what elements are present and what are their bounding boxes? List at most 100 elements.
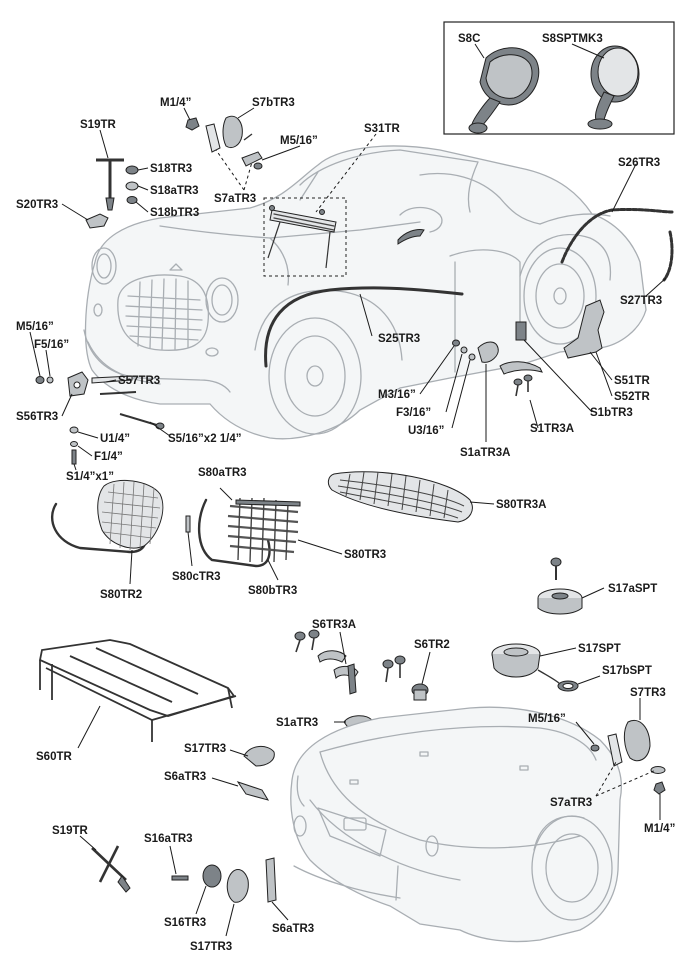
boot-lock-s6tr2 bbox=[411, 683, 429, 701]
label-s80tr3: S80TR3 bbox=[344, 549, 386, 561]
label-s6atr3-mid: S6aTR3 bbox=[164, 771, 206, 783]
grille-s80tr3 bbox=[185, 497, 301, 568]
label-s60tr: S60TR bbox=[36, 751, 72, 763]
label-m516-right: M5/16” bbox=[528, 713, 566, 725]
label-s6tr3a: S6TR3A bbox=[312, 619, 356, 631]
s1tr3a-keys bbox=[513, 374, 533, 397]
label-m14-top: M1/4” bbox=[160, 97, 191, 109]
s7-base-right bbox=[650, 766, 666, 774]
s7-base bbox=[241, 151, 263, 167]
s57tr3-part bbox=[91, 375, 133, 384]
label-s8sptmk3: S8SPTMK3 bbox=[542, 33, 603, 45]
fuel-cap-seal-s17bspt bbox=[537, 669, 579, 692]
s1tr3a-handle bbox=[499, 361, 543, 375]
label-s19tr-top: S19TR bbox=[80, 119, 116, 131]
label-s6atr3-bottom: S6aTR3 bbox=[272, 923, 314, 935]
label-s57tr3: S57TR3 bbox=[118, 375, 160, 387]
s17tr3-mid-part bbox=[243, 746, 275, 767]
s18atr3-part bbox=[125, 181, 139, 191]
label-s18atr3: S18aTR3 bbox=[150, 185, 199, 197]
label-s52tr: S52TR bbox=[614, 391, 650, 403]
label-s1atr3a: S1aTR3A bbox=[460, 447, 511, 459]
m516-nut-left bbox=[35, 376, 45, 384]
label-s8c: S8C bbox=[458, 33, 480, 45]
label-s14x1: S1/4”x1” bbox=[66, 471, 114, 483]
s7btr3-part bbox=[222, 115, 243, 149]
label-s7tr3: S7TR3 bbox=[630, 687, 666, 699]
boot-handle-s6tr3a bbox=[294, 629, 406, 695]
label-s1btr3: S1bTR3 bbox=[590, 407, 633, 419]
label-s18tr3: S18TR3 bbox=[150, 163, 192, 175]
m316-nut bbox=[452, 339, 460, 347]
s18btr3-part bbox=[126, 196, 138, 204]
label-m316: M3/16” bbox=[378, 389, 416, 401]
label-s7atr3-right: S7aTR3 bbox=[550, 797, 592, 809]
label-s80atr3: S80aTR3 bbox=[198, 467, 247, 479]
wing-beading-s25tr3 bbox=[264, 286, 464, 368]
label-s20tr3: S20TR3 bbox=[16, 199, 58, 211]
label-u316: U3/16” bbox=[408, 425, 444, 437]
label-s6tr2: S6TR2 bbox=[414, 639, 450, 651]
mirror-s8sptmk3-icon bbox=[587, 45, 640, 130]
mirror-s8c-icon bbox=[468, 47, 540, 134]
m14-nut-top bbox=[185, 117, 200, 131]
leader-lines bbox=[29, 43, 667, 937]
label-u14: U1/4” bbox=[100, 433, 130, 445]
label-s7btr3: S7bTR3 bbox=[252, 97, 295, 109]
label-s18btr3: S18bTR3 bbox=[150, 207, 199, 219]
wing-beading-s26tr3 bbox=[560, 207, 674, 264]
s20tr3-part bbox=[85, 213, 109, 229]
beading-s27tr3 bbox=[662, 230, 674, 282]
label-s17tr3-mid: S17TR3 bbox=[184, 743, 226, 755]
label-f316: F3/16” bbox=[396, 407, 431, 419]
s16tr3-part bbox=[202, 864, 222, 888]
grille-s80tr3a bbox=[327, 471, 473, 523]
s6atr3-bottom-part bbox=[265, 857, 277, 903]
fuel-cap-s17spt bbox=[491, 643, 541, 678]
label-s16atr3: S16aTR3 bbox=[144, 833, 193, 845]
f14-washer bbox=[70, 441, 78, 447]
s6atr3-mid-part bbox=[236, 781, 270, 801]
label-f516: F5/16” bbox=[34, 339, 69, 351]
s1atr3a-plate bbox=[477, 341, 499, 363]
s7atr3-right-part bbox=[607, 733, 623, 767]
label-s1atr3: S1aTR3 bbox=[276, 717, 318, 729]
u316-washer bbox=[468, 353, 476, 361]
luggage-rack-s60tr bbox=[38, 639, 237, 742]
f316-washer bbox=[460, 346, 468, 354]
label-s1tr3a: S1TR3A bbox=[530, 423, 574, 435]
m516-nut-top bbox=[253, 162, 263, 170]
label-s25tr3: S25TR3 bbox=[378, 333, 420, 345]
f516-washer bbox=[46, 376, 54, 384]
label-s51tr: S51TR bbox=[614, 375, 650, 387]
label-s80ctr3: S80cTR3 bbox=[172, 571, 221, 583]
s7atr3-top-part bbox=[205, 123, 221, 153]
label-m516-top: M5/16” bbox=[280, 135, 318, 147]
label-s516x2: S5/16”x2 1/4” bbox=[168, 433, 242, 445]
bonnet-prop-s31tr bbox=[263, 197, 347, 277]
s17tr3-bottom-part bbox=[226, 869, 249, 903]
label-f14: F1/4” bbox=[94, 451, 123, 463]
label-s26tr3: S26TR3 bbox=[618, 157, 660, 169]
bonnet-vent bbox=[397, 229, 425, 245]
label-s80btr3: S80bTR3 bbox=[248, 585, 297, 597]
grille-s80tr2 bbox=[51, 480, 164, 554]
s1btr3-part bbox=[515, 321, 527, 341]
s18tr3-part bbox=[125, 165, 139, 175]
label-s17spt: S17SPT bbox=[578, 643, 621, 655]
label-s31tr: S31TR bbox=[364, 123, 400, 135]
label-s17aspt: S17aSPT bbox=[608, 583, 657, 595]
label-m14-right: M1/4” bbox=[644, 823, 675, 835]
u14-clip bbox=[69, 426, 79, 434]
rear-car-outline bbox=[290, 706, 623, 943]
m516-nut-right bbox=[590, 744, 600, 752]
fuel-cap-s17aspt bbox=[537, 557, 583, 615]
m14-nut-right bbox=[653, 781, 666, 795]
label-s17bspt: S17bSPT bbox=[602, 665, 652, 677]
mirror-inset bbox=[443, 21, 675, 135]
key-s19tr-bottom-icon bbox=[91, 845, 131, 893]
label-s17tr3-bottom: S17TR3 bbox=[190, 941, 232, 953]
part-labels: S8C S8SPTMK3 M1/4” S7bTR3 S19TR M5/16” S… bbox=[16, 33, 675, 953]
s14x1-bolt bbox=[71, 449, 77, 465]
